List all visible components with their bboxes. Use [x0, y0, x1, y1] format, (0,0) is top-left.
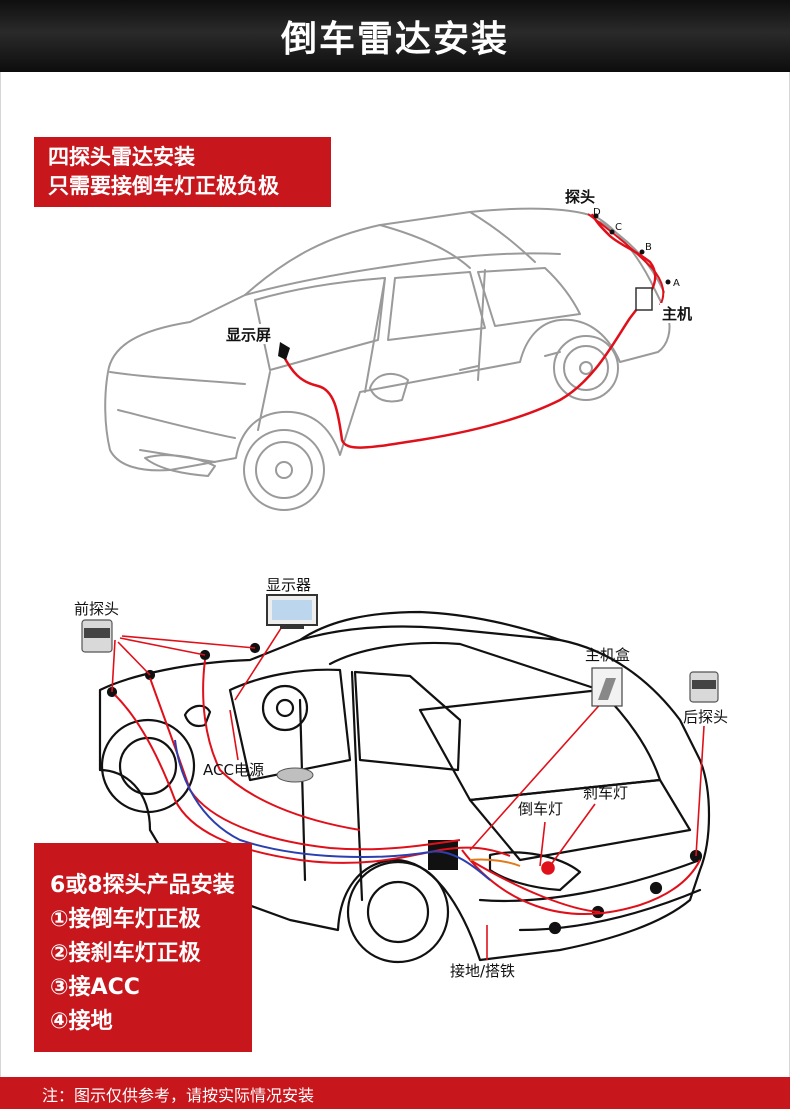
rear-probe-label: 后探头 [683, 708, 728, 726]
callout-arrows [111, 621, 705, 960]
front-probe-icon [81, 619, 113, 653]
reverse-light-label: 倒车灯 [518, 800, 563, 818]
acc-switch-icon [276, 767, 314, 783]
footer-bar: 注：图示仅供参考，请按实际情况安装 [0, 1077, 790, 1109]
four-probe-note-line-2: 只需要接倒车灯正极负极 [48, 174, 279, 198]
svg-text:显示屏: 显示屏 [226, 326, 271, 344]
point-c-label: C [615, 222, 622, 233]
four-probe-note: 四探头雷达安装 只需要接倒车灯正极负极 [34, 137, 331, 207]
multi-probe-step-3: ③接ACC [50, 975, 140, 1000]
acc-power-label: ACC电源 [203, 761, 264, 779]
probe-label: 探头 [563, 186, 599, 206]
footer-note: 注：图示仅供参考，请按实际情况安装 [42, 1086, 315, 1105]
page-title: 倒车雷达安装 [280, 19, 509, 60]
multi-probe-note: 6或8探头产品安装 ①接倒车灯正极 ②接刹车灯正极 ③接ACC ④接地 [34, 843, 252, 1052]
multi-probe-step-2: ②接刹车灯正极 [50, 941, 201, 966]
multi-probe-wiring-diagram: 前探头 显示器 主机盒 后探头 ACC电源 倒车灯 刹车灯 接地/搭铁 [74, 576, 728, 980]
wire-harness [114, 659, 701, 915]
host-box-icon [591, 667, 623, 707]
multi-probe-step-4: ④接地 [50, 1009, 113, 1034]
host-box-label: 主机盒 [585, 646, 630, 664]
rear-probe-icon [689, 671, 719, 703]
point-d-label: D [593, 207, 601, 218]
brake-light-label: 刹车灯 [583, 784, 628, 802]
four-probe-note-line-1: 四探头雷达安装 [48, 145, 195, 169]
svg-text:探头: 探头 [565, 188, 595, 206]
monitor-label: 显示器 [266, 576, 311, 594]
svg-text:主机: 主机 [662, 305, 692, 323]
host-unit [635, 287, 653, 311]
point-a-label: A [673, 278, 680, 289]
display-label: 显示屏 [224, 324, 278, 344]
host-label: 主机 [660, 303, 696, 323]
monitor-icon [266, 594, 318, 629]
ground-label: 接地/搭铁 [450, 962, 515, 980]
sedan-outline [104, 207, 671, 511]
header-bar: 倒车雷达安装 [0, 0, 790, 72]
multi-probe-note-title: 6或8探头产品安装 [50, 873, 235, 898]
probe-points [593, 213, 671, 285]
multi-probe-step-1: ①接倒车灯正极 [50, 907, 201, 932]
wire-route [281, 213, 657, 449]
point-b-label: B [645, 242, 652, 253]
front-probe-label: 前探头 [74, 600, 119, 618]
display-unit [278, 342, 290, 360]
sedan-wiring-diagram: 探头 D C B A 主机 显示屏 [104, 186, 696, 511]
